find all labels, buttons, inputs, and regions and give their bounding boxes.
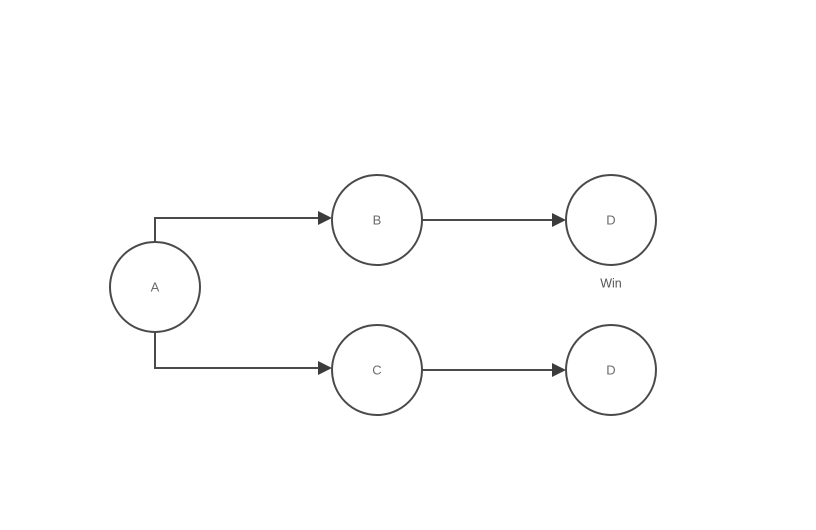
outcome-label-win: Win xyxy=(600,276,622,290)
node-d-bottom-label: D xyxy=(606,362,615,377)
edge-c-to-d[interactable] xyxy=(422,363,566,377)
node-a-circle xyxy=(109,241,201,333)
node-b-circle xyxy=(331,174,423,266)
node-layer: A B D C D xyxy=(109,174,657,416)
edge-a-to-b-arrowhead-icon xyxy=(318,211,332,225)
edge-a-to-b-line xyxy=(154,217,318,242)
node-d-bottom-circle xyxy=(565,324,657,416)
node-d-bottom[interactable]: D xyxy=(565,324,657,416)
node-d-top[interactable]: D xyxy=(565,174,657,266)
node-a[interactable]: A xyxy=(109,241,201,333)
edge-a-to-c-line xyxy=(154,332,318,369)
node-c-circle xyxy=(331,324,423,416)
node-b-label: B xyxy=(373,212,382,227)
node-d-top-label: D xyxy=(606,212,615,227)
edge-b-to-d-arrowhead-icon xyxy=(552,213,566,227)
annotation-layer: Win xyxy=(600,276,622,290)
edge-a-to-c-arrowhead-icon xyxy=(318,361,332,375)
edge-layer xyxy=(154,211,566,377)
edge-c-to-d-arrowhead-icon xyxy=(552,363,566,377)
node-a-label: A xyxy=(151,279,160,294)
node-c[interactable]: C xyxy=(331,324,423,416)
edge-a-to-b[interactable] xyxy=(154,211,332,242)
node-c-label: C xyxy=(372,362,381,377)
node-d-top-circle xyxy=(565,174,657,266)
edge-a-to-c[interactable] xyxy=(154,332,332,375)
node-b[interactable]: B xyxy=(331,174,423,266)
edge-b-to-d[interactable] xyxy=(422,213,566,227)
